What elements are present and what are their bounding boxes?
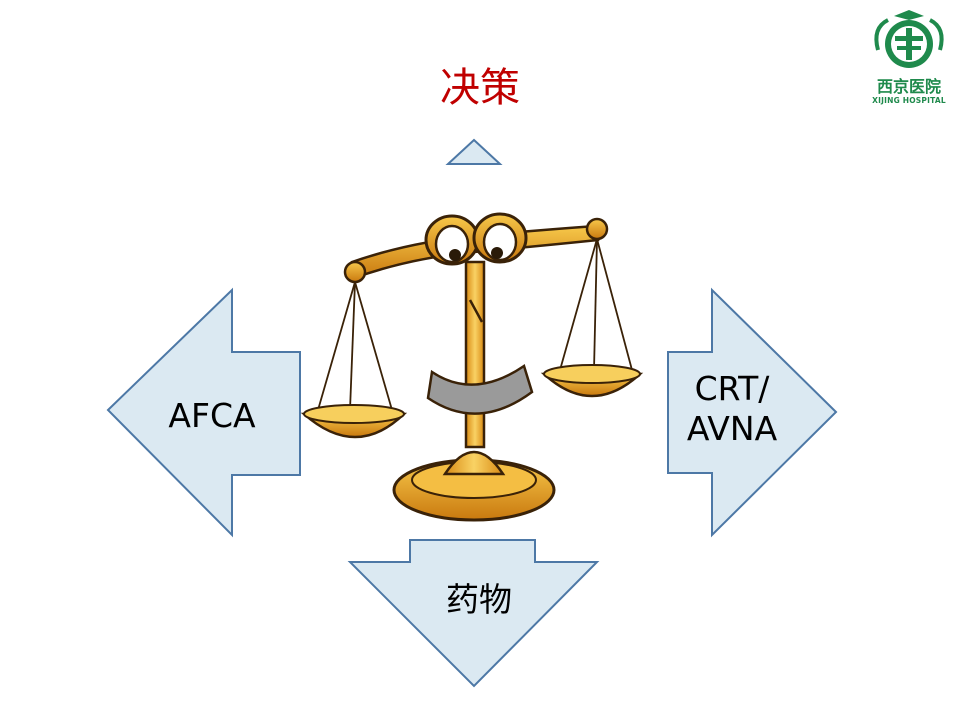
hospital-name: 西京医院 [876,77,941,96]
down-arrow [347,539,600,688]
right-arrow-label: CRT/ AVNA [662,369,802,449]
hospital-subtitle: XIJING HOSPITAL [872,96,946,105]
right-arrow [667,287,838,538]
up-arrow [445,138,503,165]
right-arrow-label-line2: AVNA [686,409,778,448]
slide-title: 决策 [440,65,520,111]
bottom-arrow-label: 药物 [446,580,512,619]
left-arrow-label: AFCA [168,396,256,435]
right-arrow-label-line1: CRT/ [694,369,770,408]
hospital-logo: 西京医院 XIJING HOSPITAL [864,10,954,110]
hospital-emblem-icon [874,10,944,68]
left-arrow [106,287,301,538]
balance-scale-cartoon-icon [300,212,644,522]
